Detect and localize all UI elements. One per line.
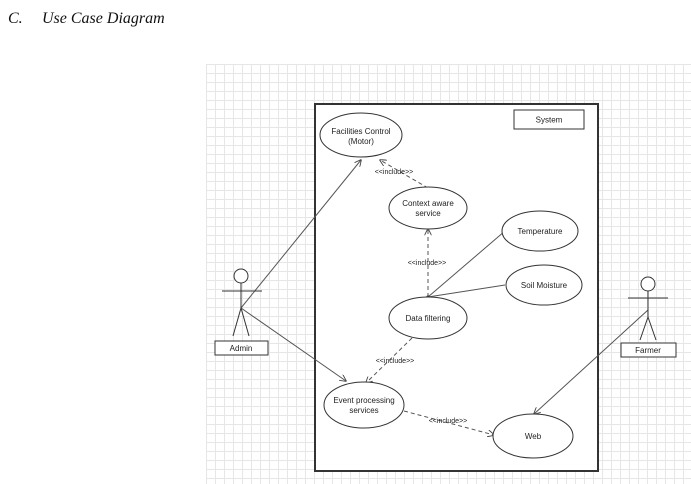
include-context-facilities	[380, 160, 429, 189]
use-case-facilities-label-2: (Motor)	[348, 137, 374, 146]
include-filter-event	[366, 337, 413, 383]
include-label: <<include>>	[408, 260, 447, 267]
use-case-web-label: Web	[525, 432, 542, 441]
admin-label-box	[214, 340, 269, 356]
farmer-actor	[628, 276, 668, 341]
system-label: System	[536, 116, 563, 125]
soil-filter-link	[426, 284, 506, 299]
use-case-event-label-2: services	[349, 406, 378, 415]
use-case-context-label-1: Context aware	[402, 199, 454, 208]
use-case-temperature	[501, 210, 579, 252]
temperature-filter-link	[427, 230, 506, 298]
use-case-facilities-label-1: Facilities Control	[331, 127, 390, 136]
admin-label: Admin	[230, 344, 253, 353]
use-case-temperature-label: Temperature	[518, 227, 563, 236]
use-case-context-aware	[388, 186, 468, 230]
admin-event-association	[240, 307, 346, 381]
admin-actor	[222, 268, 262, 337]
include-label: <<include>>	[429, 418, 468, 425]
use-case-filtering-label: Data filtering	[406, 314, 451, 323]
include-label: <<include>>	[375, 169, 414, 176]
include-label: <<include>>	[376, 358, 415, 365]
farmer-web-association	[534, 309, 649, 414]
include-event-web	[403, 410, 494, 435]
section-letter: C.	[8, 10, 23, 27]
use-case-data-filtering	[388, 296, 468, 340]
admin-facilities-association	[240, 160, 361, 309]
use-case-facilities-control	[319, 112, 403, 158]
section-title: Use Case Diagram	[42, 10, 165, 27]
use-case-soil-label: Soil Moisture	[521, 281, 568, 290]
farmer-label-box	[620, 342, 677, 358]
use-case-event-processing	[323, 381, 405, 429]
section-heading: C. Use Case Diagram	[8, 10, 165, 28]
farmer-label: Farmer	[635, 346, 661, 355]
use-case-context-label-2: service	[415, 209, 441, 218]
use-case-web	[492, 413, 574, 459]
use-case-event-label-1: Event processing	[333, 396, 394, 405]
use-case-soil-moisture	[505, 264, 583, 306]
system-label-box	[513, 109, 585, 130]
